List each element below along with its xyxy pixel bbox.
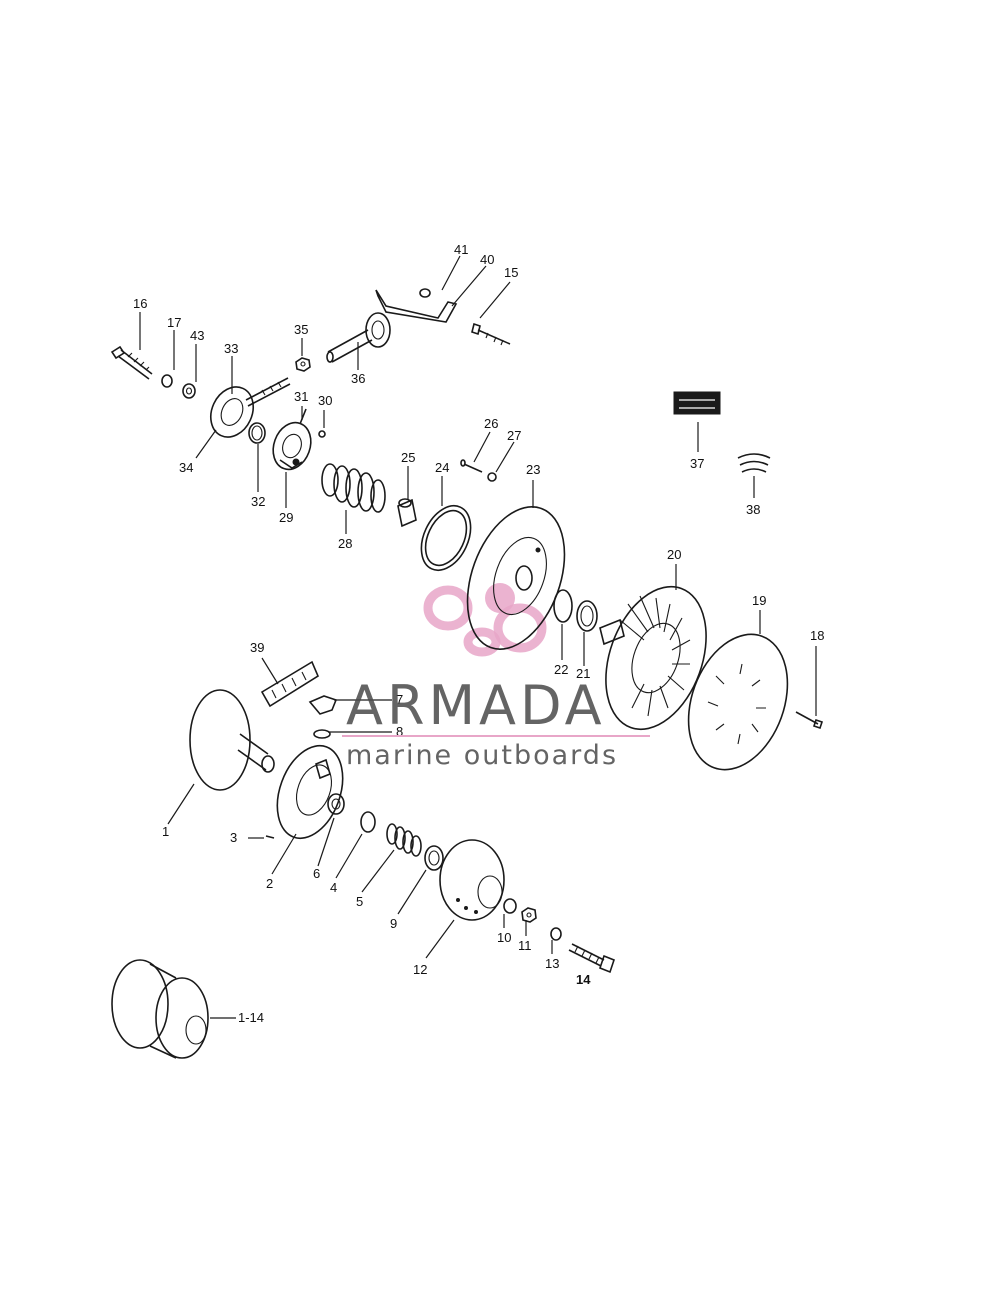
callout-6: 6 [313,866,320,881]
part-31-pin [299,408,307,425]
callout-labels: 16 17 43 33 35 36 41 40 15 34 32 29 31 3… [133,242,824,1025]
part-37-decal [673,391,721,415]
part-39-shoe [260,660,320,708]
part-1-fixed-sheave [189,689,275,791]
part-10-washer [503,898,517,914]
callout-7: 7 [396,692,403,707]
part-35-nut [295,357,311,372]
callout-40: 40 [480,252,494,267]
part-2-movable-sheave [276,744,344,840]
callout-34: 34 [179,460,193,475]
callout-30: 30 [318,393,332,408]
leader-lines [139,255,817,1019]
part-13-washer [550,927,562,941]
callout-29: 29 [279,510,293,525]
callout-15: 15 [504,265,518,280]
part-11-nut [521,907,537,923]
part-17-washer [161,374,173,388]
part-36-shaft [326,312,391,363]
part-29-spider [272,421,312,471]
part-1-14-assembly [111,959,209,1059]
callout-23: 23 [526,462,540,477]
part-15-screw [471,322,511,346]
part-18-bolt [795,711,824,730]
watermark-brand: ARMADA [346,674,606,737]
part-32-snap-ring [248,422,266,444]
part-30-screw [318,430,326,438]
callout-22: 22 [554,662,568,677]
part-27-nut [487,472,497,482]
callout-1: 1 [162,824,169,839]
callout-25: 25 [401,450,415,465]
part-40-bracket [375,289,458,323]
callout-13: 13 [545,956,559,971]
callout-20: 20 [667,547,681,562]
callout-18: 18 [810,628,824,643]
part-3-screw [265,835,275,839]
callout-43: 43 [190,328,204,343]
callout-39: 39 [250,640,264,655]
callout-41: 41 [454,242,468,257]
part-6-bearing [327,793,345,815]
callout-4: 4 [330,880,337,895]
watermark-propeller-logo [423,583,547,657]
callout-38: 38 [746,502,760,517]
callout-19: 19 [752,593,766,608]
watermark-tagline: marine outboards [346,740,618,771]
callout-10: 10 [497,930,511,945]
part-33-outer-plate [210,377,291,438]
part-7-weight [308,695,338,715]
part-5-spring [386,823,422,857]
part-22-ring [553,589,573,623]
callout-33: 33 [224,341,238,356]
part-43-washer [182,383,196,399]
callout-27: 27 [507,428,521,443]
callout-35: 35 [294,322,308,337]
part-38-decal-strip [737,453,771,473]
part-28-spring [321,463,386,513]
callout-1-14: 1-14 [238,1010,264,1025]
watermark-text: ARMADA marine outboards [342,674,650,771]
callout-8: 8 [396,724,403,739]
callout-16: 16 [133,296,147,311]
part-12-cover [439,839,505,921]
callout-31: 31 [294,389,308,404]
callout-26: 26 [484,416,498,431]
part-14-bolt [568,943,615,974]
part-26-screw [460,459,483,473]
part-19-disc [687,633,789,771]
part-4-ring [360,811,376,833]
callout-11: 11 [518,938,532,953]
callout-36: 36 [351,371,365,386]
callout-2: 2 [266,876,273,891]
callout-37: 37 [690,456,704,471]
part-16-bolt [110,345,153,380]
callout-21: 21 [576,666,590,681]
part-8-ring [313,729,331,739]
part-24-ring [420,505,472,571]
callout-3: 3 [230,830,237,845]
callout-12: 12 [413,962,427,977]
part-25-bushing [397,498,417,528]
part-9-cup [424,845,444,871]
callout-24: 24 [435,460,449,475]
callout-17: 17 [167,315,181,330]
part-41-nut [419,288,431,298]
callout-28: 28 [338,536,352,551]
part-20-fixed-sheave [599,585,707,731]
callout-9: 9 [390,916,397,931]
callout-14: 14 [576,972,591,987]
callout-32: 32 [251,494,265,509]
part-21-washer [576,600,598,632]
callout-5: 5 [356,894,363,909]
